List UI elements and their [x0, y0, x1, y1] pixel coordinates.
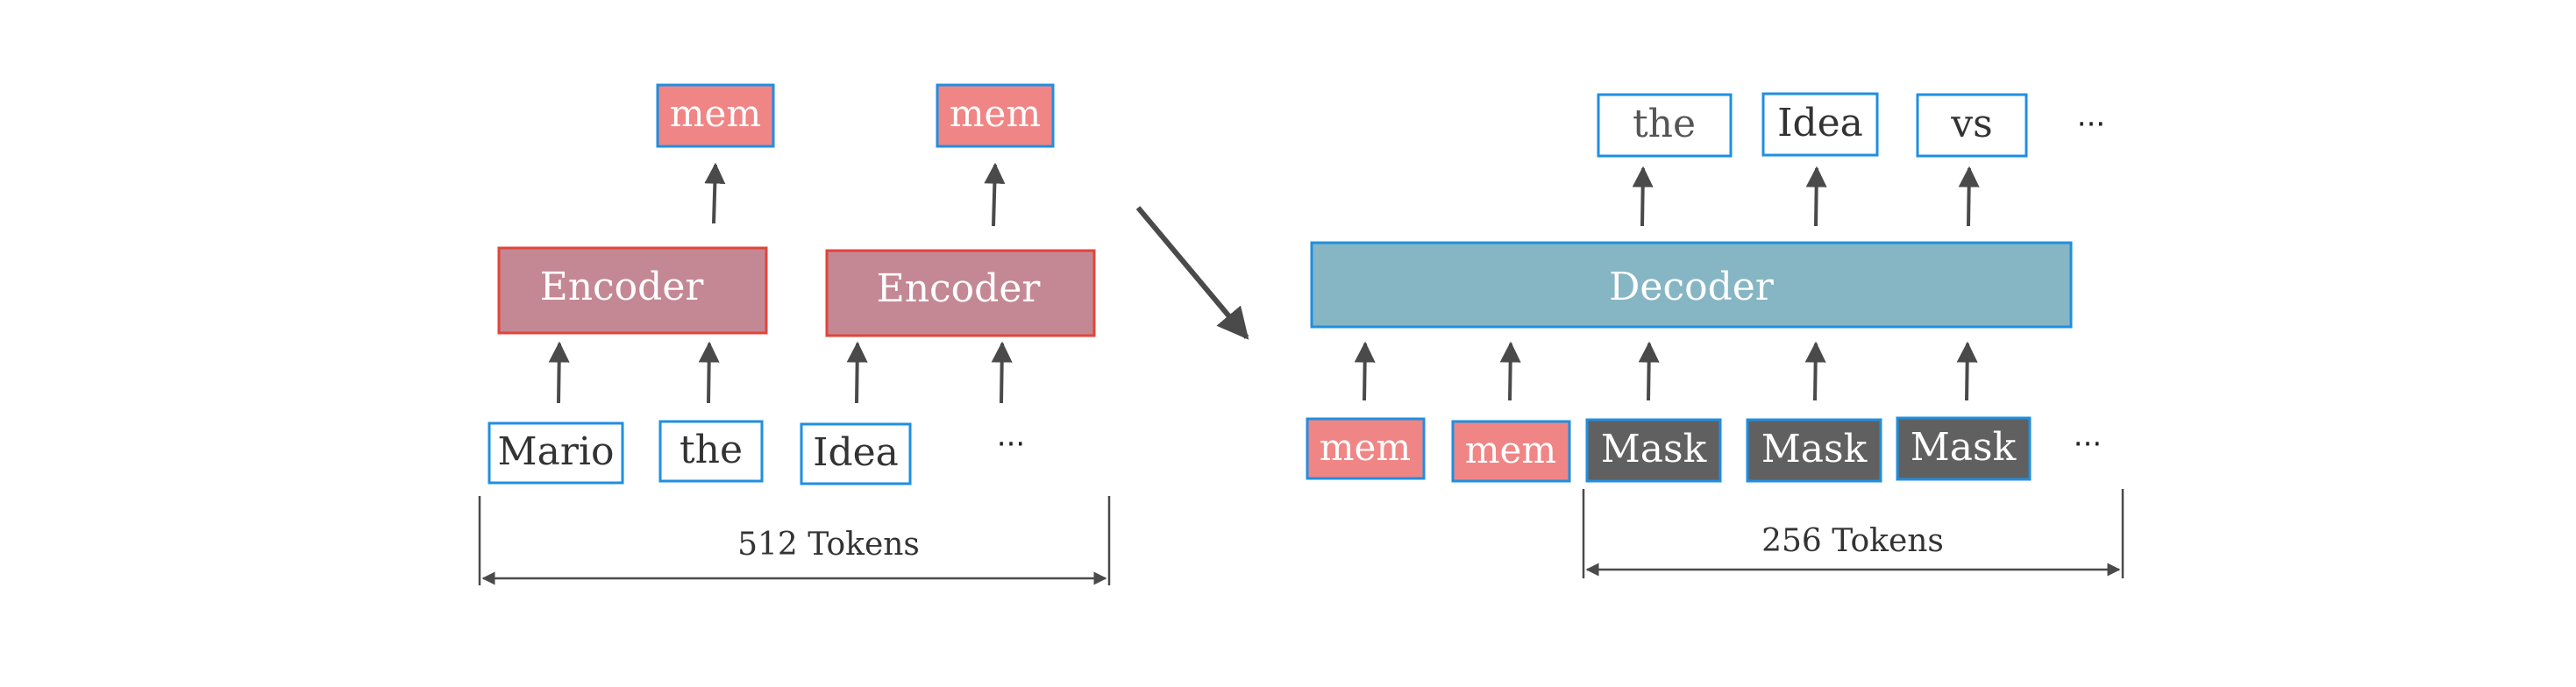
output-token-idea: Idea	[1761, 92, 1879, 157]
input-token-mario: Mario	[487, 421, 624, 485]
token-label: Idea	[1777, 101, 1863, 145]
mem-output-2: mem	[936, 83, 1055, 148]
mask-label: Mask	[1761, 427, 1868, 471]
token-label: the	[1633, 102, 1696, 146]
output-token-vs: vs	[1916, 93, 2028, 158]
arrow-input-to-decoder	[1804, 341, 1826, 401]
mask-label: Mask	[1601, 427, 1707, 471]
mem-label: mem	[1465, 428, 1557, 471]
output-ellipsis: ···	[2077, 107, 2105, 142]
arrow-input-to-decoder	[1638, 341, 1660, 401]
transition-arrow	[1135, 206, 1249, 340]
arrow-input-to-decoder	[1956, 341, 1978, 401]
span-label-256: 256 Tokens	[1761, 523, 1944, 559]
decoder-input-ellipsis: ···	[2074, 427, 2102, 462]
encoder-label: Encoder	[877, 266, 1042, 311]
decoder-input-mask-2: Mask	[1746, 418, 1882, 483]
output-token-the: the	[1597, 93, 1733, 158]
token-label: Mario	[498, 429, 615, 474]
mem-label: mem	[670, 92, 762, 135]
input-ellipsis: ···	[997, 427, 1025, 462]
token-label: the	[680, 428, 743, 472]
arrow-input-to-decoder	[1354, 341, 1376, 401]
arrow-decoder-to-output	[1958, 166, 1980, 227]
encoder-block-1: Encoder	[497, 246, 768, 335]
encoder-panel: mem mem Encoder Encoder Mario t	[478, 83, 1111, 585]
mem-label: mem	[1320, 426, 1412, 469]
encoder-label: Encoder	[540, 265, 705, 309]
decoder-panel: the Idea vs ··· Decoder mem	[1306, 92, 2124, 578]
arrow-input-to-decoder	[1499, 341, 1521, 401]
input-token-the: the	[658, 420, 764, 483]
decoder-input-mask-1: Mask	[1585, 418, 1722, 483]
token-label: Idea	[813, 430, 899, 475]
arrow-encoder-to-mem-2	[984, 162, 1006, 227]
arrow-decoder-to-output	[1805, 166, 1827, 227]
decoder-input-mask-3: Mask	[1896, 416, 2032, 481]
arrow-encoder-to-mem-1	[704, 162, 726, 224]
input-token-idea: Idea	[800, 422, 912, 485]
decoder-label: Decoder	[1609, 265, 1775, 309]
decoder-input-mem-1: mem	[1306, 417, 1426, 480]
arrow-token-to-encoder	[991, 341, 1013, 404]
encoder-block-2: Encoder	[825, 249, 1096, 337]
decoder-input-mem-2: mem	[1451, 420, 1571, 483]
arrow-decoder-to-output	[1632, 166, 1654, 227]
mem-output-1: mem	[656, 83, 775, 148]
token-label: vs	[1950, 102, 1992, 146]
mem-label: mem	[950, 92, 1042, 135]
mask-label: Mask	[1911, 425, 2017, 470]
span-label-512: 512 Tokens	[737, 527, 920, 563]
arrow-token-to-encoder	[698, 341, 720, 404]
decoder-block: Decoder	[1310, 241, 2073, 329]
